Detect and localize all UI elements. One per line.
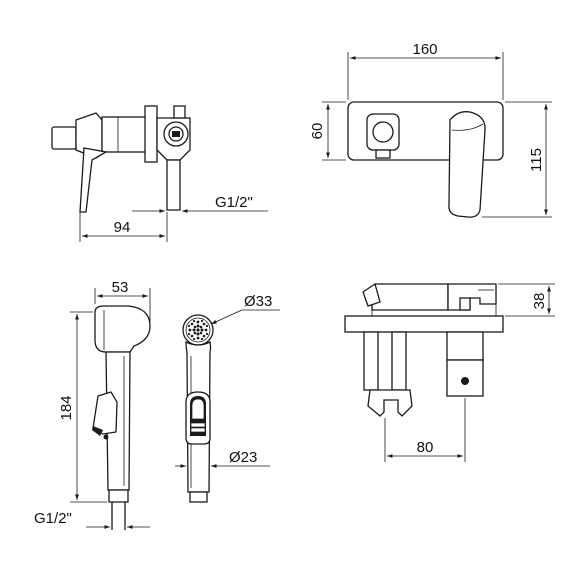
dim-plate-height: 60 [309, 123, 326, 140]
dim-total-height: 115 [528, 148, 545, 172]
valve-lever [79, 147, 108, 213]
dim-valve-depth: 94 [114, 219, 131, 236]
section-pipe-center [391, 331, 407, 391]
shower-head [94, 305, 151, 353]
section-valve-cap [446, 359, 484, 397]
section-pipe-left [363, 331, 379, 391]
dim-valve-thread: G1/2" [215, 194, 253, 211]
outlet-cap [173, 105, 186, 119]
dim-head-width: 53 [112, 279, 129, 296]
shower-front-view: Ø33 Ø23 [175, 293, 280, 503]
wall-flange [144, 105, 158, 163]
diverter-tip [362, 282, 381, 307]
front-hose-nut [189, 491, 208, 503]
plate-section [344, 315, 504, 333]
dim-hose-thread: G1/2" [34, 510, 72, 527]
shower-holder [367, 389, 413, 417]
dim-top-depth: 38 [531, 293, 548, 310]
dim-handle-length: 184 [58, 395, 75, 420]
assembly-top-view: 38 80 [344, 282, 555, 462]
dim-head-diameter: Ø33 [244, 293, 272, 310]
dim-holder-spacing: 80 [417, 439, 434, 456]
dim-handle-diameter: Ø23 [229, 449, 257, 466]
spray-nozzles [187, 319, 209, 341]
hose-nut [108, 489, 129, 503]
shower-side-view: 53 184 G1/2" [34, 279, 151, 530]
mixer-lever [448, 111, 486, 218]
inlet-nut [51, 126, 77, 150]
dim-plate-width: 160 [412, 41, 437, 58]
outlet-pipe [166, 159, 181, 211]
section-valve-body [446, 331, 484, 361]
plate-front-view: 160 60 115 [309, 41, 552, 218]
upper-body [371, 283, 449, 311]
lever-top [447, 283, 497, 311]
valve-side-view: 94 G1/2" [51, 105, 268, 242]
diverter-base [375, 149, 391, 159]
